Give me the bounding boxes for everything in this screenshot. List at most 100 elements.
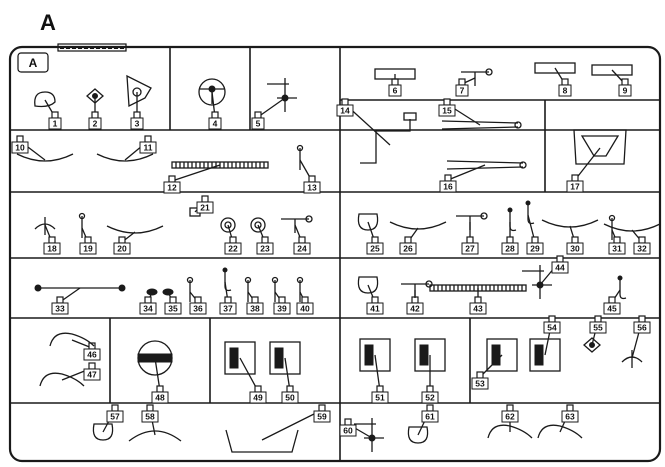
svg-text:35: 35: [168, 304, 178, 314]
part-number-tag: 8: [558, 84, 572, 97]
part-number-tag: 36: [189, 302, 207, 315]
part-8-plate: [534, 62, 576, 86]
part-50-block: [269, 341, 301, 393]
part-number-tag: 4: [208, 117, 222, 130]
part-number-tag: 47: [83, 368, 101, 381]
part-number-tag: 38: [246, 302, 264, 315]
sheet-title: A: [40, 10, 56, 35]
svg-text:31: 31: [612, 244, 622, 254]
part-13-pin: [296, 144, 316, 183]
svg-text:A: A: [29, 56, 38, 70]
part-number-tag: 61: [421, 410, 439, 423]
part-number-tag: 7: [455, 84, 469, 97]
svg-text:48: 48: [155, 393, 165, 403]
part-number-tag: 30: [566, 242, 584, 255]
svg-text:3: 3: [135, 119, 140, 129]
part-number-tag: 12: [163, 181, 181, 194]
part-number-tag: 5: [251, 117, 265, 130]
part-12-spring: [168, 161, 269, 183]
svg-text:11: 11: [144, 143, 153, 153]
part-number-tag: 44: [551, 261, 569, 274]
svg-text:59: 59: [317, 412, 327, 422]
part-25-cup: [357, 213, 379, 244]
part-number-tag: 55: [589, 321, 607, 334]
svg-text:41: 41: [370, 304, 380, 314]
svg-text:49: 49: [253, 393, 263, 403]
svg-text:55: 55: [593, 323, 603, 333]
part-number-tag: 24: [293, 242, 311, 255]
svg-text:28: 28: [505, 244, 515, 254]
part-23-disc: [250, 217, 269, 244]
part-number-tag: 11: [139, 141, 157, 154]
part-number-tag: 63: [561, 410, 579, 423]
part-51-block: [359, 338, 391, 393]
part-number-tag: 22: [224, 242, 242, 255]
part-number-tag: 46: [83, 348, 101, 361]
svg-text:39: 39: [277, 304, 287, 314]
svg-text:24: 24: [297, 244, 307, 254]
svg-text:45: 45: [607, 304, 617, 314]
part-53-block: [476, 338, 518, 379]
svg-text:14: 14: [340, 106, 350, 116]
part-34-nut: [144, 288, 158, 304]
part-18-prop: [34, 217, 56, 244]
svg-text:6: 6: [393, 86, 398, 96]
svg-text:47: 47: [87, 370, 97, 380]
part-number-tag: 26: [399, 242, 417, 255]
part-number-tag: 29: [526, 242, 544, 255]
svg-text:62: 62: [505, 412, 515, 422]
part-17-frame: [571, 129, 627, 182]
part-45-hook: [608, 275, 627, 304]
part-2-clip: [86, 88, 104, 119]
part-48-housing: [137, 340, 173, 393]
part-number-tag: 59: [313, 410, 331, 423]
part-number-tag: 19: [79, 242, 97, 255]
svg-text:10: 10: [15, 143, 25, 153]
part-number-tag: 10: [11, 141, 29, 154]
svg-text:34: 34: [143, 304, 153, 314]
part-number-tag: 3: [130, 117, 144, 130]
part-33-axle: [34, 284, 126, 304]
svg-text:16: 16: [443, 182, 453, 192]
part-59-tray: [225, 404, 326, 453]
svg-text:25: 25: [370, 244, 380, 254]
part-number-tag: 45: [603, 302, 621, 315]
svg-text:19: 19: [83, 244, 93, 254]
part-number-tag: 40: [296, 302, 314, 315]
part-number-tag: 28: [501, 242, 519, 255]
svg-text:7: 7: [460, 86, 465, 96]
svg-text:4: 4: [213, 119, 218, 129]
svg-text:44: 44: [555, 263, 565, 273]
part-58-leaf: [128, 404, 182, 442]
part-5-lever: [254, 78, 297, 119]
svg-text:63: 63: [565, 412, 575, 422]
part-number-tag: 62: [501, 410, 519, 423]
part-4-wheel: [198, 78, 226, 119]
svg-text:58: 58: [145, 412, 155, 422]
part-number-tag: 9: [618, 84, 632, 97]
svg-text:1: 1: [53, 119, 58, 129]
svg-text:12: 12: [167, 183, 177, 193]
part-number-tag: 1: [48, 117, 62, 130]
part-29-hook: [525, 200, 539, 244]
svg-text:38: 38: [250, 304, 260, 314]
part-number-tag: 20: [113, 242, 131, 255]
part-number-tag: 23: [256, 242, 274, 255]
svg-text:33: 33: [55, 304, 65, 314]
part-49-block: [224, 341, 262, 393]
part-24-tee: [281, 215, 313, 244]
part-41-cup: [357, 276, 379, 304]
svg-text:54: 54: [547, 323, 557, 333]
part-38-pin: [244, 276, 259, 304]
svg-text:20: 20: [117, 244, 127, 254]
svg-text:61: 61: [425, 412, 435, 422]
part-19-pin: [78, 212, 92, 244]
part-number-tag: 53: [471, 377, 489, 390]
part-number-tag: 14: [336, 104, 354, 117]
part-6-plate: [374, 68, 416, 86]
svg-text:46: 46: [87, 350, 97, 360]
svg-text:51: 51: [375, 393, 385, 403]
svg-text:43: 43: [473, 304, 483, 314]
svg-text:32: 32: [637, 244, 647, 254]
part-number-tag: 21: [196, 201, 214, 214]
